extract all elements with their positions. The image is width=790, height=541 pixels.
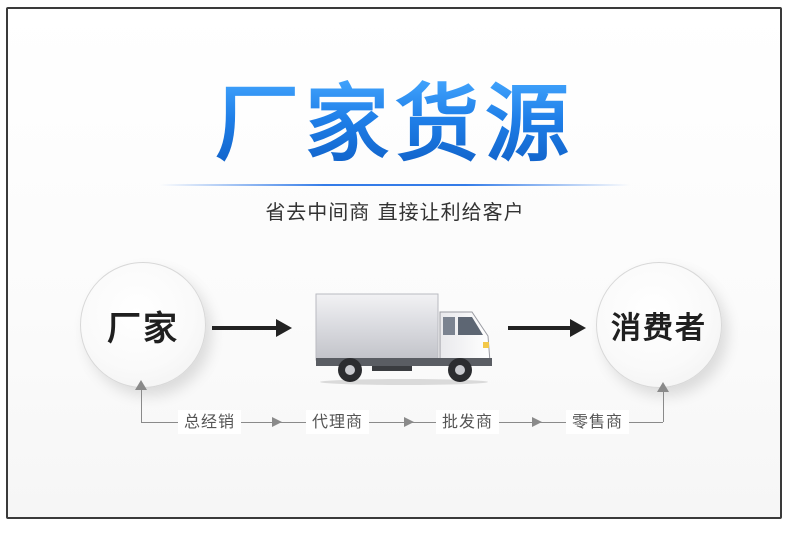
chain-connector-left (141, 386, 142, 422)
source-label: 厂家 (107, 308, 179, 349)
arrow-up-icon (135, 380, 147, 390)
destination-circle: 消费者 (596, 262, 722, 388)
arrow-up-icon (657, 382, 669, 392)
subtitle: 省去中间商 直接让利给客户 (265, 200, 525, 224)
chain-connector-bottom (141, 422, 663, 423)
headline-divider (160, 184, 630, 186)
arrow-right-small-icon (404, 417, 414, 427)
delivery-truck-icon (315, 293, 492, 385)
chain-step-2: 代理商 (306, 410, 370, 434)
chain-connector-right (663, 392, 664, 422)
arrow-right-small-icon (272, 417, 282, 427)
headline: 厂家货源 (0, 74, 790, 174)
destination-label: 消费者 (611, 311, 707, 346)
source-circle: 厂家 (80, 262, 206, 388)
arrow-right-small-icon (532, 417, 542, 427)
chain-step-3: 批发商 (436, 410, 500, 434)
arrow-right-icon (508, 319, 586, 337)
chain-step-4: 零售商 (566, 410, 630, 434)
arrow-right-icon (212, 319, 292, 337)
chain-step-1: 总经销 (178, 410, 242, 434)
